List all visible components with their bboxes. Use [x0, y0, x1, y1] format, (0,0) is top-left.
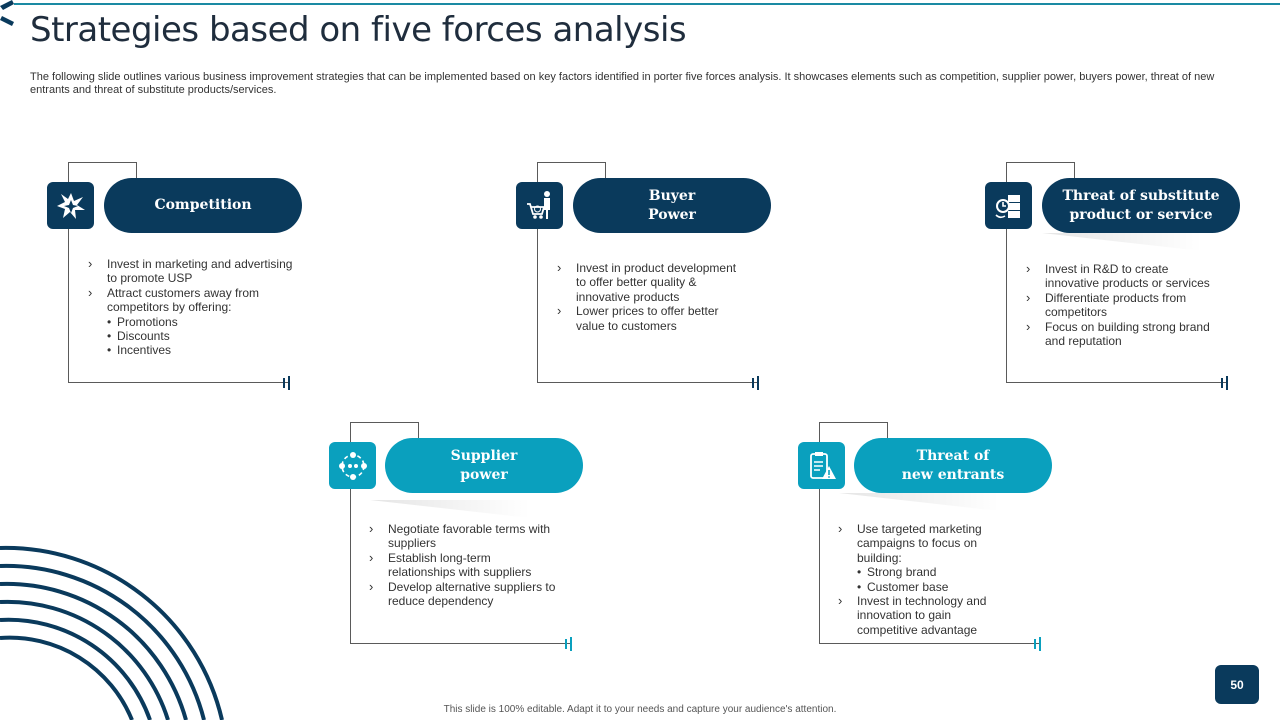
buyer-power-heading: Buyer Power — [573, 178, 771, 233]
list-item: Differentiate products from competitors — [1026, 291, 1221, 320]
list-item: Develop alternative suppliers to reduce … — [369, 580, 559, 609]
competition-heading: Competition — [104, 178, 302, 233]
competition-burst-icon — [47, 182, 94, 229]
list-item: Lower prices to offer better value to cu… — [557, 304, 747, 333]
list-item: Invest in R&D to create innovative produ… — [1026, 262, 1221, 291]
substitute-products-icon — [985, 182, 1032, 229]
threat-of-substitute-heading: Threat of substitute product or service — [1042, 178, 1240, 233]
decorative-arcs — [0, 545, 224, 720]
list-item: Invest in product development to offer b… — [557, 261, 747, 304]
buyer-power-list: Invest in product development to offer b… — [557, 261, 747, 333]
threat-of-new-entrants-list: Use targeted marketing campaigns to focu… — [838, 522, 1008, 637]
footer-note: This slide is 100% editable. Adapt it to… — [443, 704, 837, 715]
supplier-power-list: Negotiate favorable terms with suppliers… — [369, 522, 559, 608]
page-number-badge: 50 — [1215, 665, 1259, 704]
shopper-cart-icon — [516, 182, 563, 229]
corner-logo-icon — [0, 0, 14, 26]
list-item: Establish long-term relationships with s… — [369, 551, 559, 580]
sub-item: Promotions — [107, 315, 300, 330]
sub-item: Strong brand — [857, 565, 1008, 580]
list-item: Invest in marketing and advertising to p… — [88, 257, 300, 286]
checklist-warning-icon — [798, 442, 845, 489]
competition-list: Invest in marketing and advertising to p… — [88, 257, 300, 358]
slide-subtitle: The following slide outlines various bus… — [30, 71, 1215, 96]
threat-of-new-entrants-heading: Threat of new entrants — [854, 438, 1052, 493]
threat-of-substitute-list: Invest in R&D to create innovative produ… — [1026, 262, 1221, 348]
sub-item: Discounts — [107, 329, 300, 344]
sub-item: Customer base — [857, 580, 1008, 595]
list-item: Use targeted marketing campaigns to focu… — [838, 522, 1008, 594]
supplier-network-icon — [329, 442, 376, 489]
list-item: Negotiate favorable terms with suppliers — [369, 522, 559, 551]
list-item: Invest in technology and innovation to g… — [838, 594, 1008, 637]
slide-title: Strategies based on five forces analysis — [30, 10, 687, 50]
list-item: Focus on building strong brand and reput… — [1026, 320, 1221, 349]
sub-item: Incentives — [107, 343, 300, 358]
top-accent-line — [14, 3, 1280, 5]
supplier-power-heading: Supplier power — [385, 438, 583, 493]
list-item: Attract customers away from competitors … — [88, 286, 300, 358]
